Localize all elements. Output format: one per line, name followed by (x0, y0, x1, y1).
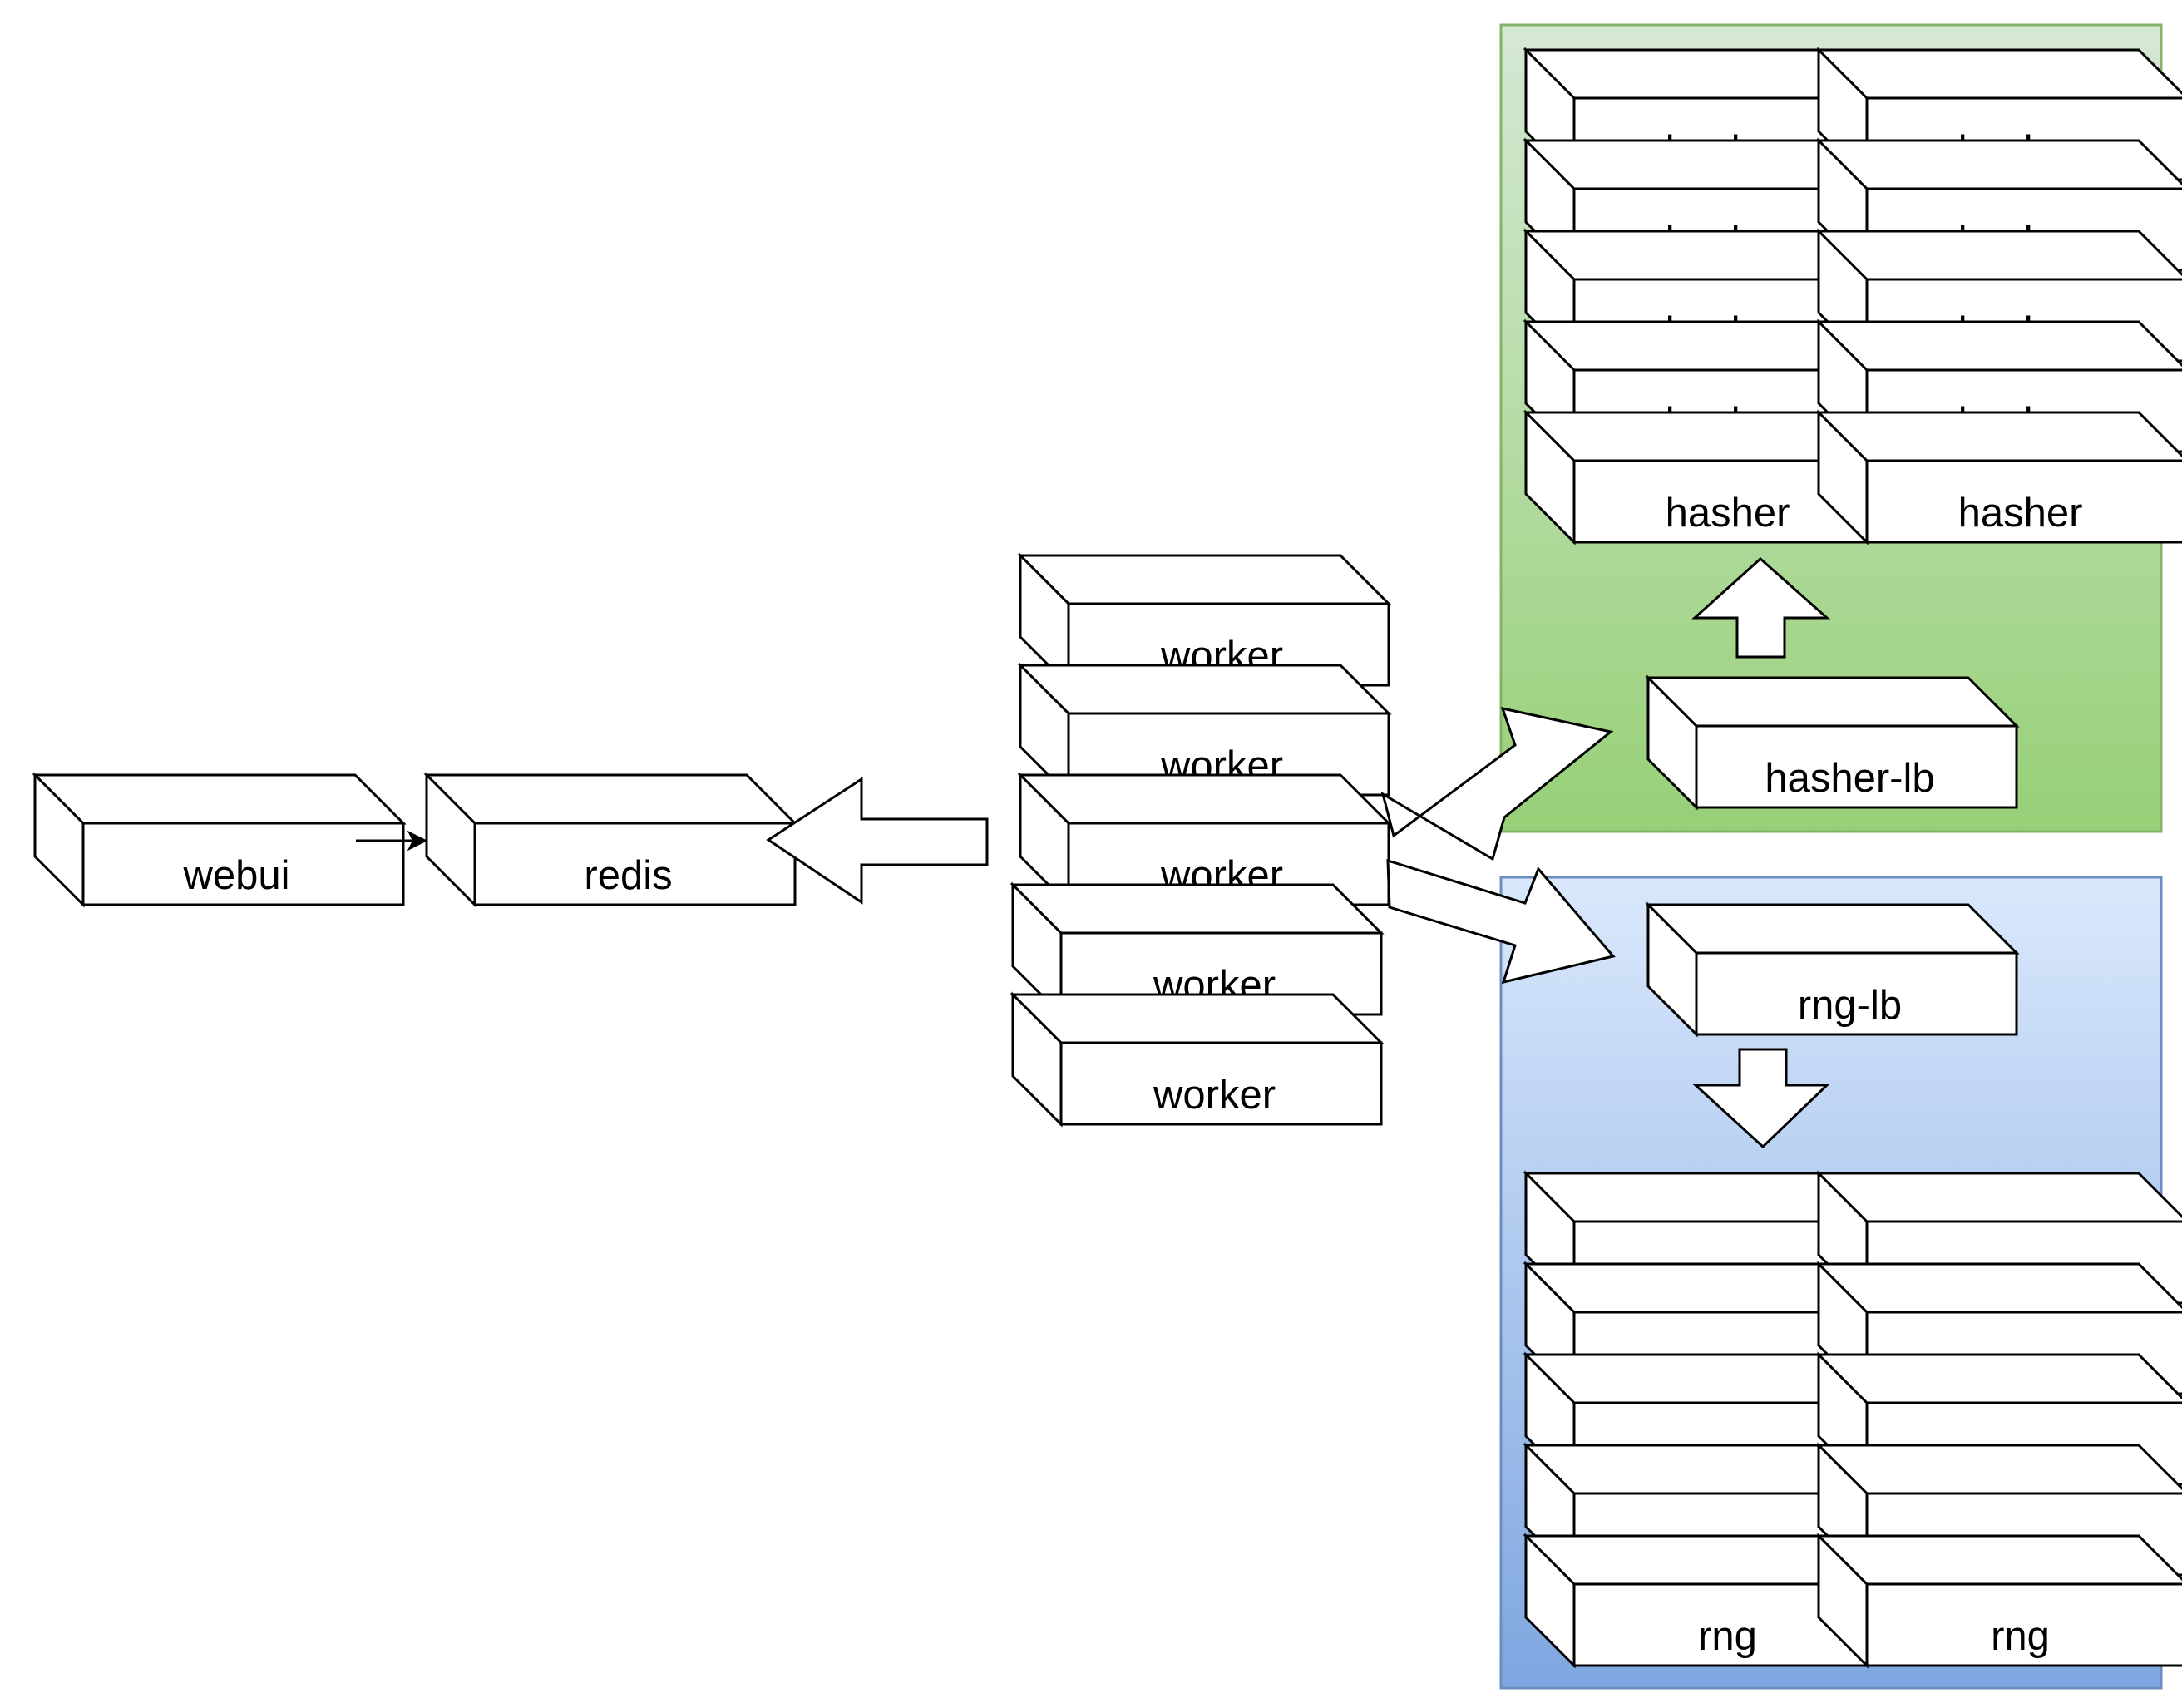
rng-lb-box: rng-lb (1645, 901, 2020, 1038)
hasher-lb-to-hashers-arrow (1691, 556, 1830, 659)
hasher-box: hasher (1523, 409, 1898, 545)
rng-box: rng (1815, 1533, 2182, 1669)
workers-to-rng-lb-arrow (1386, 858, 1616, 985)
workers-to-hasher-lb-arrow (1380, 706, 1614, 861)
webui-box-label: webui (182, 853, 289, 898)
workers-to-redis-arrow (766, 777, 989, 905)
rng-box-label: rng (1698, 1614, 1757, 1659)
hasher-box-label: hasher (1666, 491, 1790, 536)
hasher-lb-box-label: hasher-lb (1765, 756, 1934, 801)
worker-box-label: worker (1153, 1073, 1276, 1118)
worker-box: worker (1010, 991, 1385, 1128)
hasher-box: hasher (1815, 409, 2182, 545)
hasher-lb-box: hasher-lb (1645, 674, 2020, 811)
redis-box: redis (423, 772, 798, 908)
redis-box-label: redis (584, 853, 672, 898)
rng-box-label: rng (1991, 1614, 2050, 1659)
rng-lb-to-rngs-arrow (1692, 1048, 1830, 1149)
hasher-box-label: hasher (1958, 491, 2083, 536)
rng-lb-box-label: rng-lb (1798, 983, 1902, 1028)
webui-to-redis-connector (356, 830, 428, 852)
webui-box: webui (32, 772, 407, 908)
